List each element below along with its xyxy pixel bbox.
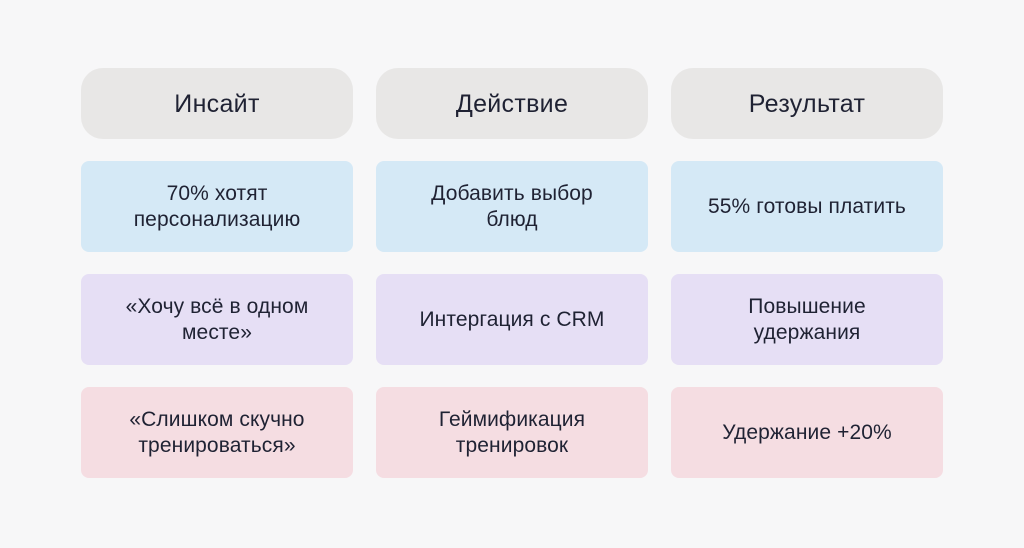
row-2-action-cell: Интергация с CRM xyxy=(376,274,648,365)
header-result: Результат xyxy=(671,68,943,139)
row-1-action-cell: Добавить выбор блюд xyxy=(376,161,648,252)
row-3-result-cell: Удержание +20% xyxy=(671,387,943,478)
insight-action-result-table: Инсайт Действие Результат 70% хотят перс… xyxy=(81,68,943,478)
row-2-result-cell: Повышение удержания xyxy=(671,274,943,365)
header-action: Действие xyxy=(376,68,648,139)
row-1-result-cell: 55% готовы платить xyxy=(671,161,943,252)
row-1-insight-cell: 70% хотят персонализацию xyxy=(81,161,353,252)
row-3-action-cell: Геймификация тренировок xyxy=(376,387,648,478)
header-insight: Инсайт xyxy=(81,68,353,139)
row-3-insight-cell: «Слишком скучно тренироваться» xyxy=(81,387,353,478)
row-2-insight-cell: «Хочу всё в одном месте» xyxy=(81,274,353,365)
